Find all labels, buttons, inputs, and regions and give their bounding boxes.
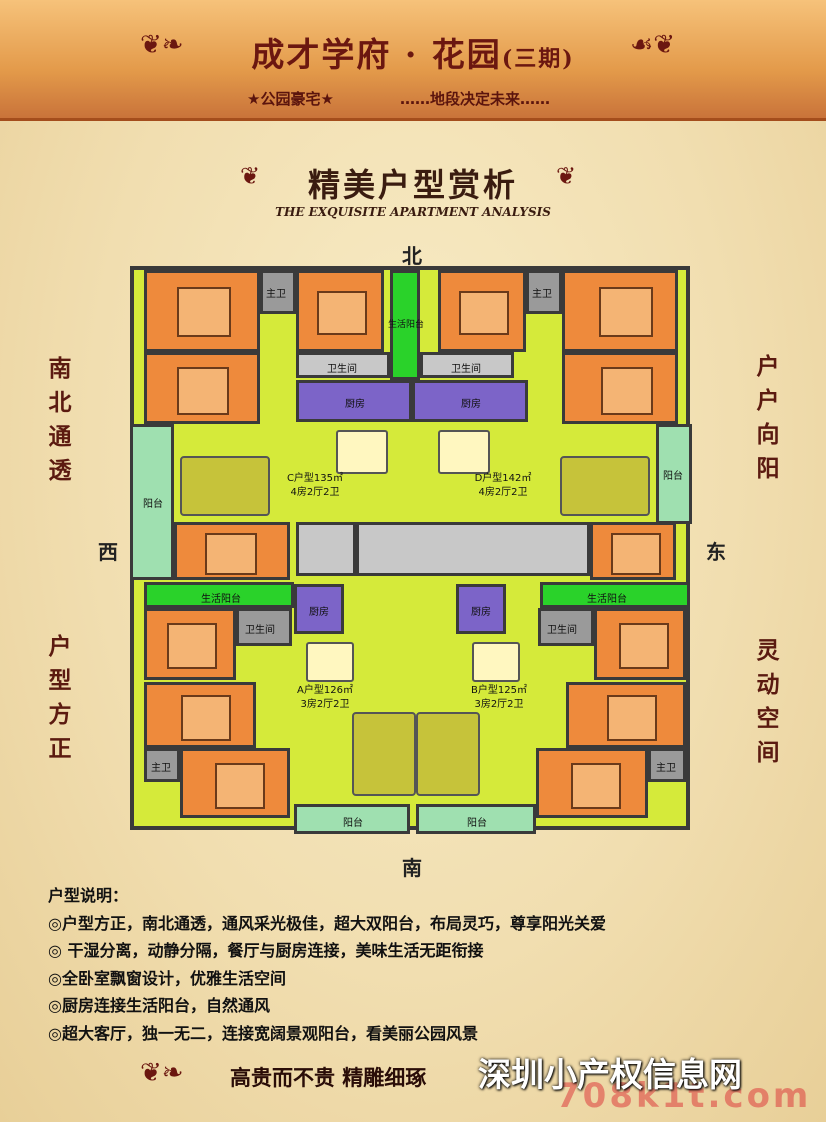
kitchen-c: 厨房 xyxy=(296,380,412,422)
bed-icon xyxy=(599,287,653,337)
sofa-set-icon xyxy=(560,456,650,516)
sofa-set-icon xyxy=(352,712,416,796)
bedroom-d-north xyxy=(438,270,526,352)
bedroom-b-middle xyxy=(566,682,686,748)
bath-d: 卫生间 xyxy=(420,352,514,378)
kitchen-a: 厨房 xyxy=(294,584,344,634)
header-banner: ❦❧ 成才学府 · 花园(三期) ☙❦ ★公园豪宅★ ……地段决定未来…… xyxy=(0,0,826,121)
bedroom-d-east xyxy=(562,352,678,424)
master-bath-a: 主卫 xyxy=(144,748,180,782)
section-title: 精美户型赏析 xyxy=(307,166,518,204)
master-bath-c: 主卫 xyxy=(260,270,296,314)
kitchen-d: 厨房 xyxy=(412,380,528,422)
master-bath-d: 主卫 xyxy=(526,270,562,314)
watermark-site-name: 深圳小产权信息网 xyxy=(478,1055,742,1094)
service-balcony-b: 生活阳台 xyxy=(540,582,690,608)
dining-table-icon xyxy=(472,642,520,682)
direction-east: 东 xyxy=(706,540,726,564)
tag-location: ……地段决定未来…… xyxy=(400,90,551,108)
bed-icon xyxy=(611,533,661,575)
bedroom-d-northeast xyxy=(562,270,678,352)
balcony-south-a: 阳台 xyxy=(294,804,410,834)
direction-west: 西 xyxy=(98,540,118,564)
bath-a: 卫生间 xyxy=(236,608,292,646)
side-text-flexible-space: 灵动空间 xyxy=(756,637,780,766)
bedroom-d-south xyxy=(590,522,676,580)
bath-b: 卫生间 xyxy=(538,608,594,646)
balcony-east: 阳台 xyxy=(656,424,692,524)
bed-icon xyxy=(181,695,231,741)
direction-north: 北 xyxy=(402,244,422,268)
right-flourish-icon: ☙❦ xyxy=(630,30,676,60)
bed-icon xyxy=(317,291,367,335)
slogan: 高贵而不贵 精雕细琢 xyxy=(230,1065,427,1090)
sofa-set-icon xyxy=(416,712,480,796)
footer-flourish-icon: ❦❧ xyxy=(140,1058,184,1088)
section-left-flourish-icon: ❦ xyxy=(240,162,261,190)
note-item: ◎户型方正，南北通透，通风采光极佳，超大双阳台，布局灵巧，尊享阳光关爱 xyxy=(48,913,606,933)
bedroom-b-south xyxy=(536,748,648,818)
bed-icon xyxy=(601,367,653,415)
note-item: ◎ 干湿分离，动静分隔，餐厅与厨房连接，美味生活无距衔接 xyxy=(48,941,484,960)
service-balcony-north: 生活阳台 xyxy=(388,270,424,380)
notes-heading: 户型说明： xyxy=(48,886,129,905)
bedroom-a-south xyxy=(180,748,290,818)
stairwell-corridor xyxy=(356,522,590,576)
bath-c: 卫生间 xyxy=(296,352,390,378)
bed-icon xyxy=(459,291,509,335)
bed-icon xyxy=(177,287,231,337)
dining-table-icon xyxy=(438,430,490,474)
bed-icon xyxy=(177,367,229,415)
balcony-west: 阳台 xyxy=(130,424,174,580)
service-balcony-a: 生活阳台 xyxy=(144,582,294,608)
bed-icon xyxy=(167,623,217,669)
bedroom-a-west xyxy=(144,608,236,680)
note-item: ◎超大客厅，独一无二，连接宽阔景观阳台，看美丽公园风景 xyxy=(48,1023,478,1043)
bedroom-b-east xyxy=(594,608,686,680)
side-text-ventilation: 南北通透 xyxy=(48,355,72,484)
tag-park-mansion: ★公园豪宅★ xyxy=(247,90,334,108)
bedroom-c-northwest xyxy=(144,270,260,352)
sofa-set-icon xyxy=(180,456,270,516)
project-title: 成才学府 · 花园(三期) xyxy=(251,35,575,74)
section-subtitle: THE EXQUISITE APARTMENT ANALYSIS xyxy=(275,205,551,219)
bedroom-c-west xyxy=(144,352,260,424)
side-text-square-layout: 户型方正 xyxy=(48,633,72,762)
section-right-flourish-icon: ❦ xyxy=(556,162,577,190)
dining-table-icon xyxy=(306,642,354,682)
watermark-domain: 708k1t.com xyxy=(556,1076,812,1116)
bedroom-c-north xyxy=(296,270,384,352)
elevator-shaft xyxy=(296,522,356,576)
unit-notes: 户型说明： ◎户型方正，南北通透，通风采光极佳，超大双阳台，布局灵巧，尊享阳光关… xyxy=(48,882,606,1047)
bed-icon xyxy=(619,623,669,669)
bed-icon xyxy=(607,695,657,741)
bed-icon xyxy=(215,763,265,809)
dining-table-icon xyxy=(336,430,388,474)
side-text-sunny: 户户向阳 xyxy=(756,353,780,482)
master-bath-b: 主卫 xyxy=(648,748,686,782)
balcony-south-b: 阳台 xyxy=(416,804,536,834)
bed-icon xyxy=(205,533,257,575)
bedroom-c-south xyxy=(174,522,290,580)
left-flourish-icon: ❦❧ xyxy=(140,30,184,60)
bedroom-a-middle xyxy=(144,682,256,748)
direction-south: 南 xyxy=(402,856,422,880)
bed-icon xyxy=(571,763,621,809)
note-item: ◎全卧室飘窗设计，优雅生活空间 xyxy=(48,968,286,988)
kitchen-b: 厨房 xyxy=(456,584,506,634)
note-item: ◎厨房连接生活阳台，自然通风 xyxy=(48,996,270,1015)
